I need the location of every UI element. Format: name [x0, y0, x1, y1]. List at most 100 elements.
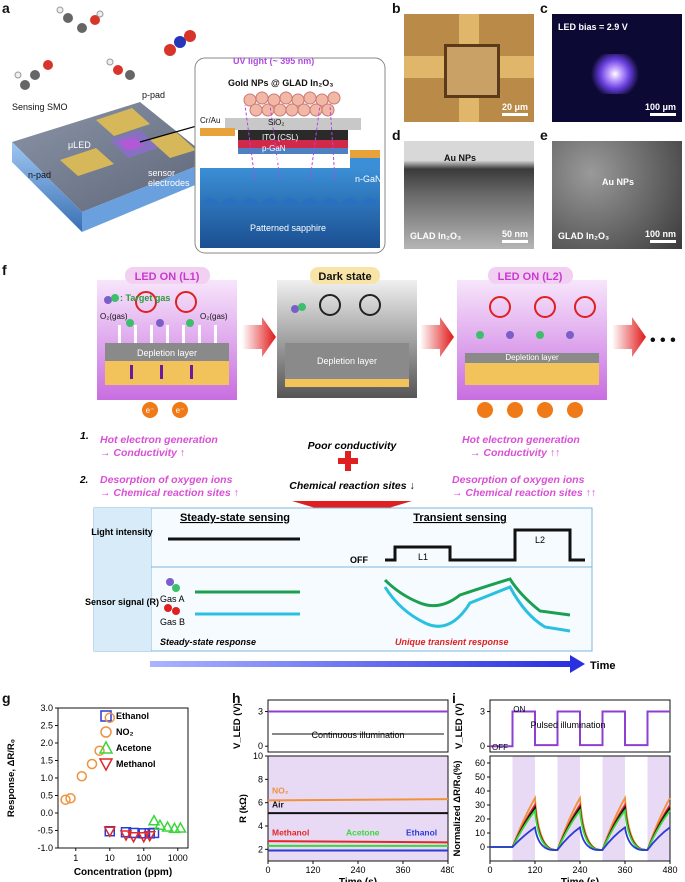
data-point	[76, 771, 88, 782]
chart-i-pulsed: 0301020304050600120240360480Time (s)V_LE…	[452, 699, 678, 882]
panel-label-g: g	[2, 690, 11, 706]
steady-state-title: Steady-state sensing	[180, 512, 290, 524]
y-tick-label: 0.0	[40, 808, 53, 818]
micrograph-b: 20 μm	[404, 14, 534, 122]
series-label: Ethanol	[406, 827, 437, 837]
y-tick-label: 20	[475, 814, 485, 824]
desorption-l1: Desorption of oxygen ions	[100, 474, 233, 486]
panel-label-b: b	[392, 0, 401, 16]
micrograph-d: Au NPs GLAD In₂O₃ 50 nm	[404, 141, 534, 249]
top-y-label: V_LED (V)	[232, 703, 243, 749]
scale-bar-d: 50 nm	[502, 229, 528, 243]
panel-label-f: f	[2, 262, 7, 278]
bottom-y-label: Normalized ΔR/R₀(%)	[452, 760, 463, 856]
legend-marker	[100, 726, 112, 738]
depletion-layer-l1: Depletion layer	[137, 348, 197, 358]
legend-label: NO₂	[116, 727, 134, 737]
p-pad-label: p-pad	[142, 90, 165, 100]
data-point	[119, 830, 133, 842]
data-point	[94, 745, 105, 756]
svg-text:→ Conductivity ↑: → Conductivity ↑	[100, 447, 185, 459]
sensing-smo-label: Sensing SMO	[12, 102, 68, 112]
uled-label: μLED	[68, 140, 91, 150]
y-tick-label: 8	[258, 774, 263, 784]
y-tick-label: 0.5	[40, 791, 53, 801]
svg-text:L2: L2	[535, 535, 545, 545]
chemical-sites-down: Chemical reaction sites ↓	[289, 480, 414, 492]
series-label: Air	[272, 799, 285, 809]
y-tick-label: 3	[258, 707, 263, 717]
top-y-label: V_LED (V)	[454, 703, 465, 749]
illumination-shade	[512, 756, 535, 861]
x-tick-label: 1000	[168, 853, 188, 863]
electrodes-label: electrodes	[148, 178, 190, 188]
y-tick-label: 2.5	[40, 721, 53, 731]
y-tick-label: 10	[475, 828, 485, 838]
y-tick-label: 2.0	[40, 738, 53, 748]
pgan-label: p-GaN	[262, 144, 286, 153]
scale-bar-b: 20 μm	[502, 102, 528, 116]
y-tick-label: 3.0	[40, 703, 53, 713]
x-tick-label: 480	[440, 865, 454, 875]
data-point	[161, 820, 174, 832]
depletion-layer-l2: Depletion layer	[505, 353, 559, 362]
y-tick-label: 4	[258, 821, 263, 831]
au-nps-label-e: Au NPs	[602, 177, 635, 187]
x-axis-label: Concentration (ppm)	[74, 867, 172, 878]
x-tick-label: 100	[136, 853, 151, 863]
time-axis-label: Time	[590, 660, 615, 672]
glad-label-e: GLAD In₂O₃	[558, 231, 610, 241]
panel-label-i: i	[452, 690, 456, 706]
y-tick-label: 0	[258, 741, 263, 751]
sio2-label: SiO₂	[268, 118, 284, 127]
legend-label: Acetone	[116, 743, 152, 753]
target-gas-legend: : Target gas	[120, 293, 170, 303]
y-tick-label: 1.0	[40, 773, 53, 783]
poor-conductivity: Poor conductivity	[308, 440, 398, 452]
dark-state-title: Dark state	[318, 271, 371, 283]
chart-h-continuous: 032468100120240360480Time (s)V_LED (V)R …	[232, 699, 454, 882]
x-tick-label: 360	[617, 865, 632, 875]
panel-label-c: c	[540, 0, 548, 16]
y-tick-label: 6	[258, 798, 263, 808]
x-axis-label: Time (s)	[339, 877, 377, 882]
panel-label-d: d	[392, 127, 401, 143]
legend-marker	[98, 758, 114, 772]
svg-text:→ Chemical reaction sites ↑: → Chemical reaction sites ↑	[100, 487, 239, 499]
gas-b-label: Gas B	[160, 617, 185, 627]
y-tick-label: 2	[258, 844, 263, 854]
led-on-l2-title: LED ON (L2)	[498, 271, 563, 283]
illumination-shade	[268, 756, 448, 861]
legend-marker	[98, 740, 114, 754]
mqws-label: MQWs	[272, 156, 296, 165]
svg-text:e⁻: e⁻	[176, 406, 185, 415]
sensor-label: sensor	[148, 168, 175, 178]
data-point	[147, 814, 161, 826]
depletion-layer-dark: Depletion layer	[317, 356, 377, 366]
y-tick-label: 10	[253, 751, 263, 761]
data-point	[174, 821, 187, 833]
x-tick-label: 0	[265, 865, 270, 875]
illumination-label: Pulsed illumination	[530, 720, 605, 730]
panel-label-a: a	[2, 0, 10, 16]
data-point	[86, 758, 98, 770]
x-tick-label: 1	[73, 853, 78, 863]
x-axis-label: Time (s)	[561, 877, 599, 882]
panel-label-e: e	[540, 127, 548, 143]
svg-text:e⁻: e⁻	[146, 406, 155, 415]
scale-bar-e: 100 nm	[645, 229, 676, 243]
gas-a-label: Gas A	[160, 594, 185, 604]
hot-electron-l1: Hot electron generation	[100, 434, 218, 446]
svg-text:→ Chemical reaction sites ↑↑: → Chemical reaction sites ↑↑	[452, 487, 596, 499]
svg-text:OFF: OFF	[350, 555, 368, 565]
sensing-mechanism-diagram: LED ON (L1) : Target gas O₂(gas) O₂(gas)…	[79, 267, 676, 673]
o2-gas-label: O₂(gas)	[100, 312, 128, 321]
legend-label: Ethanol	[116, 711, 149, 721]
sensor-signal-header: Sensor signal (R)	[85, 597, 159, 607]
y-tick-label: 40	[475, 786, 485, 796]
device-schematic: Patterned sapphire n-GaN p-GaN ITO (CSL)…	[12, 6, 386, 254]
y-axis-label: Response, ΔR/R₀	[6, 739, 17, 817]
data-point	[65, 793, 76, 804]
series-label: Methanol	[272, 827, 309, 837]
y-tick-label: 0	[480, 842, 485, 852]
